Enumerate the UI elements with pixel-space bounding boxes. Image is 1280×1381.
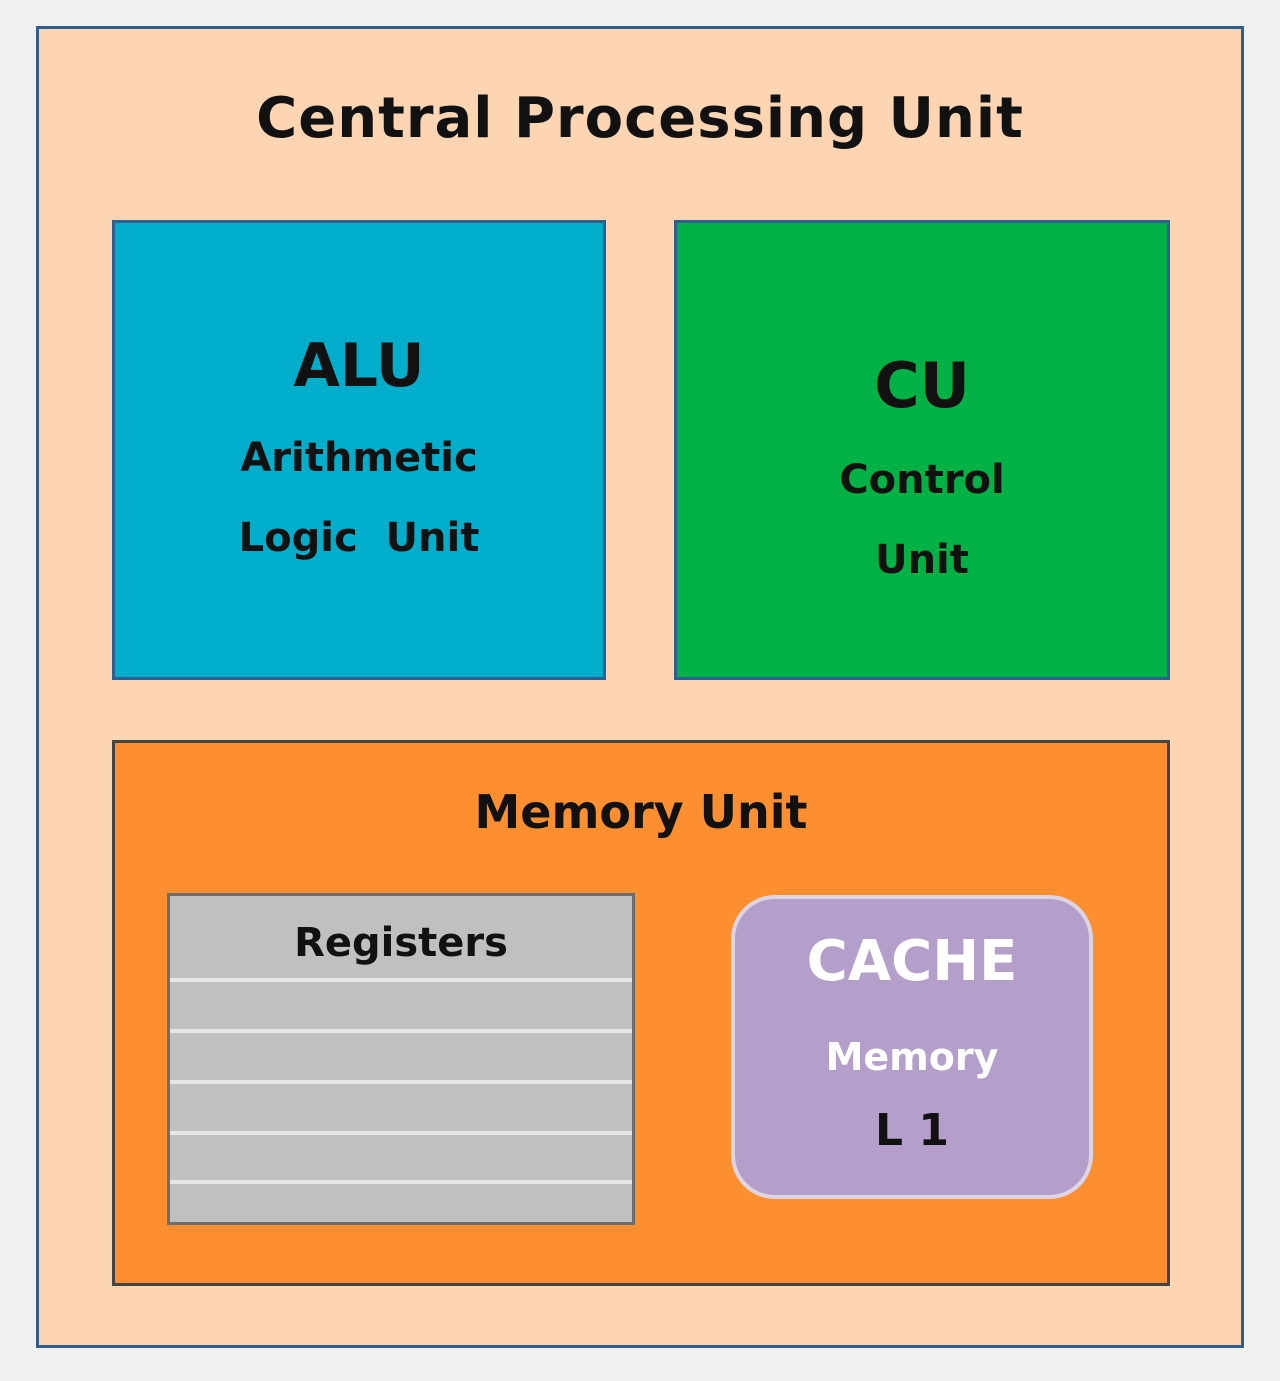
register-row-divider xyxy=(170,1131,632,1135)
cu-abbreviation: CU xyxy=(874,349,970,422)
alu-name-line-2: Logic Unit xyxy=(238,515,480,561)
cache-block: CACHE Memory L 1 xyxy=(731,895,1093,1199)
cu-name-line-2: Unit xyxy=(875,537,969,583)
alu-name-line-1: Arithmetic xyxy=(240,435,478,481)
cu-name-line-1: Control xyxy=(839,457,1005,503)
memory-unit-title: Memory Unit xyxy=(474,785,808,839)
cpu-title: Central Processing Unit xyxy=(256,86,1024,151)
memory-unit-block: Memory Unit Registers CACHE Memory L 1 xyxy=(112,740,1170,1286)
register-row-divider xyxy=(170,1029,632,1033)
cache-level: L 1 xyxy=(875,1105,949,1156)
register-row-divider xyxy=(170,1180,632,1184)
alu-block: ALU Arithmetic Logic Unit xyxy=(112,220,606,680)
register-row-divider xyxy=(170,978,632,982)
cache-title: CACHE xyxy=(806,929,1018,994)
registers-label: Registers xyxy=(294,920,508,966)
cu-block: CU Control Unit xyxy=(674,220,1170,680)
alu-abbreviation: ALU xyxy=(293,331,425,401)
cache-subtitle: Memory xyxy=(825,1035,999,1079)
register-row-divider xyxy=(170,1080,632,1084)
registers-block: Registers xyxy=(167,893,635,1225)
